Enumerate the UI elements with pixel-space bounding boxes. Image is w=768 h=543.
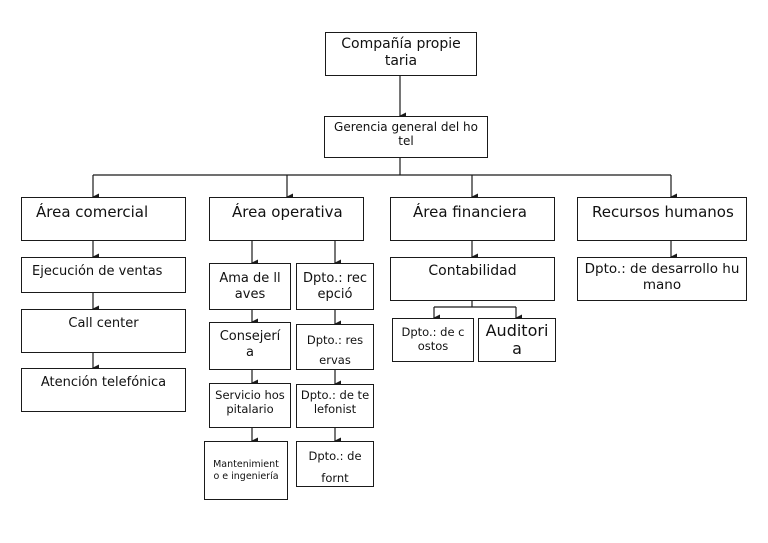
node-atencion-telefonica: Atención telefónica	[21, 368, 186, 412]
node-label: Dpto.: de desarrollo humano	[584, 261, 740, 294]
node-label: Contabilidad	[428, 263, 517, 279]
node-call-center: Call center	[21, 309, 186, 353]
node-label: Área comercial	[36, 203, 149, 221]
node-label: Auditoria	[485, 321, 549, 358]
node-label: Dpto.: de telefonist	[300, 388, 370, 416]
node-label: Ama de llaves	[219, 270, 281, 302]
node-mantenimiento-ingenieria: Mantenimiento e ingeniería	[204, 441, 288, 500]
node-area-operativa: Área operativa	[209, 197, 364, 241]
node-label: Consejería	[219, 329, 281, 360]
node-label: Recursos humanos	[592, 203, 734, 221]
node-recursos-humanos: Recursos humanos	[577, 197, 747, 241]
node-gerencia-general: Gerencia general del hotel	[324, 116, 488, 158]
node-label: Atención telefónica	[40, 375, 167, 390]
node-compania-propietaria: Compañía propietaria	[325, 32, 477, 76]
node-dpto-costos: Dpto.: de costos	[392, 318, 474, 362]
node-label: Área operativa	[232, 203, 343, 221]
node-dpto-telefonista: Dpto.: de telefonist	[296, 384, 374, 428]
node-dpto-reservas: Dpto.: reservas	[296, 324, 374, 370]
node-label: Área financiera	[413, 203, 527, 221]
node-label: Dpto.: reservas	[306, 333, 364, 367]
node-dpto-front: Dpto.: de fornt	[296, 441, 374, 487]
node-label: Compañía propietaria	[341, 36, 461, 69]
node-label: Dpto.: recepció	[303, 270, 367, 302]
node-label: Servicio hospitalario	[215, 388, 285, 416]
node-label: Mantenimiento e ingeniería	[213, 459, 279, 482]
node-servicio-hospitalario: Servicio hospitalario	[209, 383, 291, 428]
node-conserjeria: Consejería	[209, 322, 291, 370]
node-label: Dpto.: de costos	[401, 325, 465, 353]
node-ejecucion-ventas: Ejecución de ventas	[21, 257, 186, 293]
node-label: Call center	[68, 316, 139, 331]
node-dpto-recepcion: Dpto.: recepció	[296, 263, 374, 310]
node-label: Gerencia general del hotel	[334, 120, 478, 149]
node-label: Ejecución de ventas	[32, 264, 163, 279]
node-auditoria: Auditoria	[478, 318, 556, 362]
node-ama-de-llaves: Ama de llaves	[209, 263, 291, 310]
node-label: Dpto.: de fornt	[308, 449, 362, 485]
node-dpto-desarrollo-humano: Dpto.: de desarrollo humano	[577, 257, 747, 301]
node-contabilidad: Contabilidad	[390, 257, 555, 301]
node-area-comercial: Área comercial	[21, 197, 186, 241]
node-area-financiera: Área financiera	[390, 197, 555, 241]
